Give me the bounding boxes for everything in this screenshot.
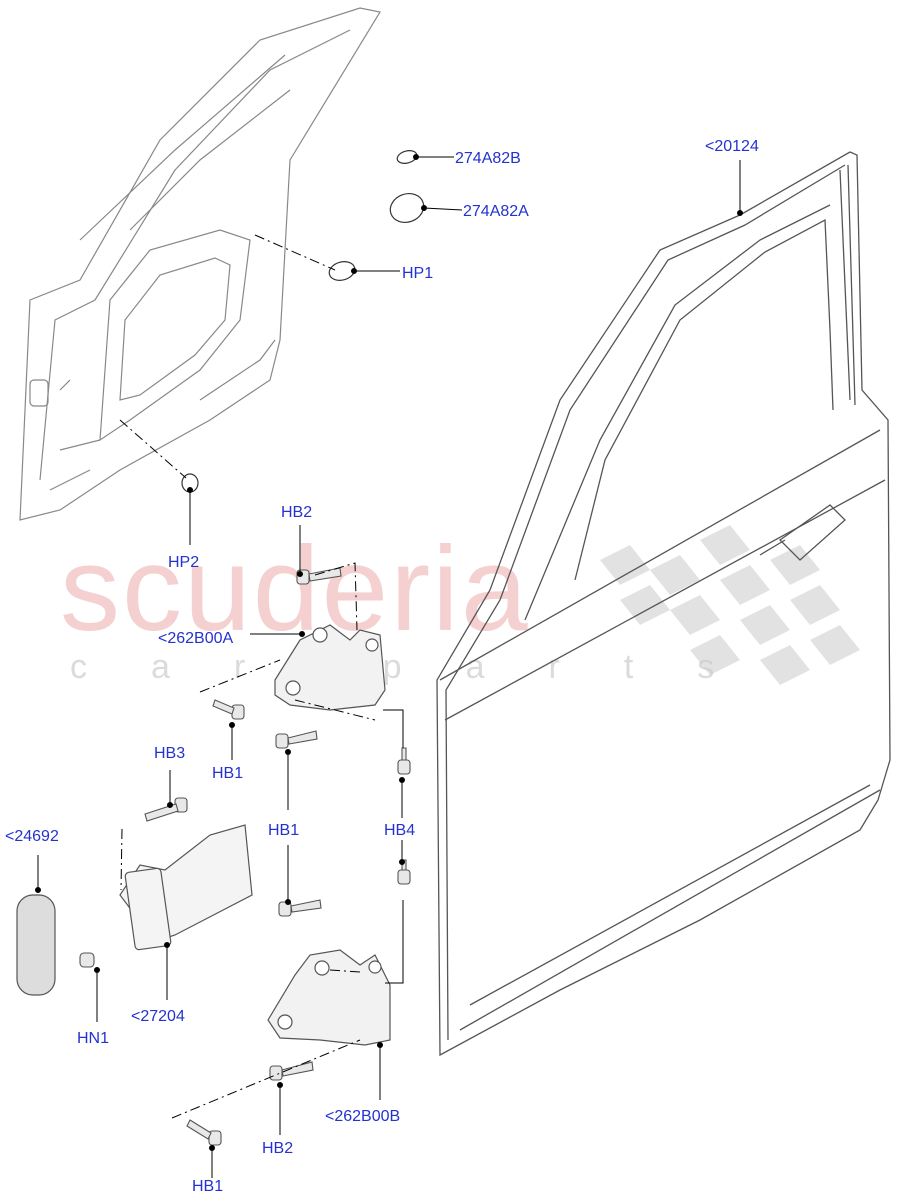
callout-HB3[interactable]: HB3	[154, 745, 186, 762]
callout-24692[interactable]: <24692	[5, 828, 59, 845]
lower-hinge	[267, 949, 391, 1046]
door-check-strap	[119, 824, 253, 951]
callout-274A82B[interactable]: 274A82B	[455, 150, 521, 167]
callout-HN1[interactable]: HN1	[77, 1030, 110, 1047]
callout-HB1-b[interactable]: HB1	[268, 822, 300, 839]
callout-HB2-bottom[interactable]: HB2	[262, 1140, 294, 1157]
callout-262B00A[interactable]: <262B00A	[158, 630, 234, 647]
callout-HB1-c[interactable]: HB1	[192, 1178, 224, 1195]
callout-274A82A[interactable]: 274A82A	[463, 203, 529, 220]
watermark-flag	[600, 525, 860, 685]
callout-HP2[interactable]: HP2	[168, 554, 200, 571]
callout-HB4[interactable]: HB4	[384, 822, 416, 839]
solid-assembly-lines	[383, 709, 404, 984]
callout-27204[interactable]: <27204	[131, 1008, 185, 1025]
outer-door-shell	[436, 151, 891, 1057]
leader-lines	[35, 154, 743, 1178]
callout-HP1[interactable]: HP1	[402, 265, 434, 282]
callout-20124[interactable]: <20124	[705, 138, 759, 155]
check-strap-cover	[16, 894, 56, 996]
callout-262B00B[interactable]: <262B00B	[325, 1108, 401, 1125]
callout-HB2-top[interactable]: HB2	[281, 504, 313, 521]
bolts	[79, 567, 411, 1146]
assembly-lines	[119, 234, 376, 1119]
upper-hinge	[274, 624, 386, 711]
grommets	[181, 150, 425, 493]
inner-door-panel	[19, 7, 381, 521]
callout-HB1-a[interactable]: HB1	[212, 765, 244, 782]
